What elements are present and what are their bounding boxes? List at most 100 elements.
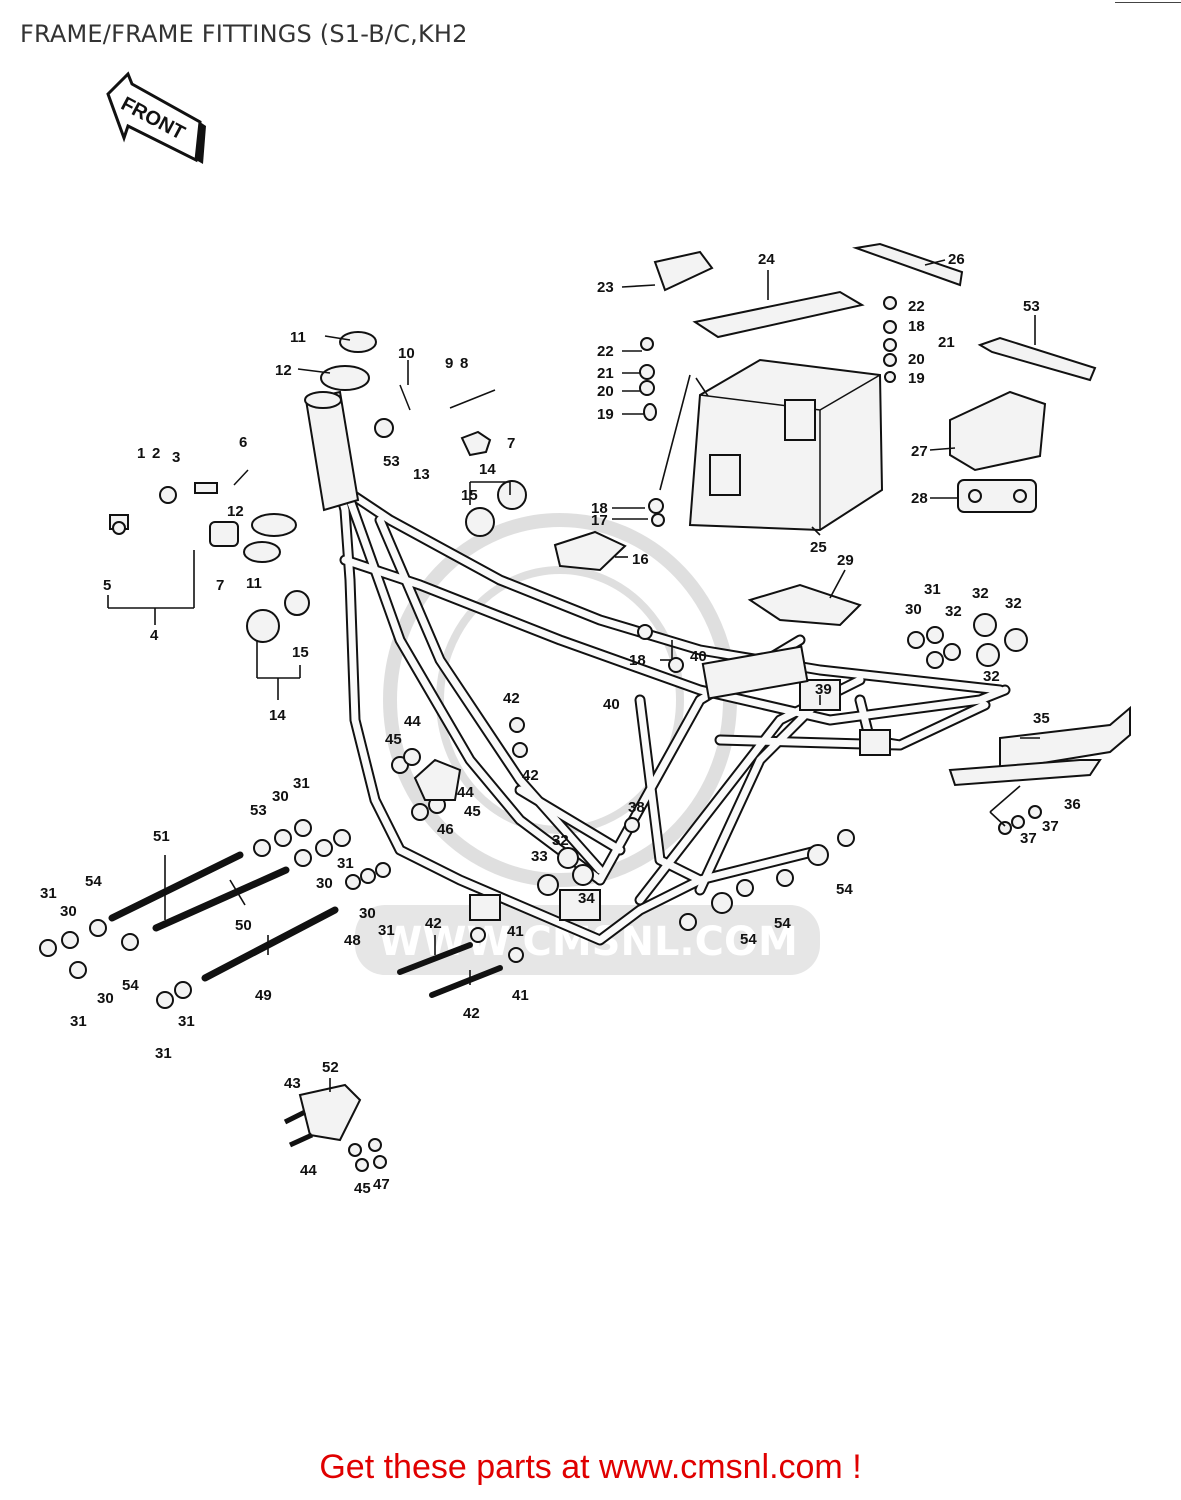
callout: 15 xyxy=(292,644,309,661)
callout: 12 xyxy=(275,362,292,379)
exploded-parts-diagram: WWW.CMSNL.COM FRONT xyxy=(39,71,1131,1197)
callout: 30 xyxy=(905,601,922,618)
callout: 18 xyxy=(591,500,608,517)
callout: 18 xyxy=(629,652,646,669)
callout: 44 xyxy=(300,1162,317,1179)
callout: 22 xyxy=(908,298,925,315)
callout: 41 xyxy=(512,987,529,1004)
callout: 30 xyxy=(60,903,77,920)
callout: 18 xyxy=(908,318,925,335)
callout: 31 xyxy=(924,581,941,598)
callout: 37 xyxy=(1020,830,1037,847)
callout: 36 xyxy=(1064,796,1081,813)
callout: 11 xyxy=(246,575,262,592)
callout: 1 xyxy=(137,445,145,462)
battery-box xyxy=(688,358,884,532)
callout-labels: 1 2 3 4 5 6 7 7 8 9 10 11 11 12 12 13 14… xyxy=(40,251,1081,1197)
callout: 44 xyxy=(457,784,474,801)
callout: 3 xyxy=(172,449,180,466)
callout: 31 xyxy=(293,775,310,792)
callout: 16 xyxy=(632,551,649,568)
rear-grip-33 xyxy=(948,705,1131,787)
rear-stay xyxy=(977,336,1097,382)
callout: 28 xyxy=(911,490,928,507)
callout: 19 xyxy=(908,370,925,387)
callout: 53 xyxy=(383,453,400,470)
callout: 53 xyxy=(250,802,267,819)
callout: 31 xyxy=(178,1013,195,1030)
callout: 54 xyxy=(122,977,139,994)
callout: 12 xyxy=(227,503,244,520)
callout: 17 xyxy=(591,512,608,529)
callout: 32 xyxy=(552,832,569,849)
callout: 54 xyxy=(774,915,791,932)
callout: 30 xyxy=(359,905,376,922)
callout: 30 xyxy=(97,990,114,1007)
callout: 32 xyxy=(983,668,1000,685)
rectifier xyxy=(957,479,1037,513)
callout: 2 xyxy=(152,445,160,462)
callout: 37 xyxy=(1042,818,1059,835)
callout: 26 xyxy=(948,251,965,268)
callout: 31 xyxy=(378,922,395,939)
callout: 45 xyxy=(354,1180,371,1197)
watermark-text: WWW.CMSNL.COM xyxy=(378,919,798,965)
callout: 20 xyxy=(908,351,925,368)
callout: 32 xyxy=(945,603,962,620)
callout: 31 xyxy=(40,885,57,902)
callout: 42 xyxy=(463,1005,480,1022)
footer-link[interactable]: Get these parts at www.cmsnl.com ! xyxy=(319,1448,862,1486)
callout: 4 xyxy=(150,627,159,644)
callout: 40 xyxy=(603,696,620,713)
callout: 41 xyxy=(507,923,524,940)
tool-tray xyxy=(653,250,714,292)
page-title: FRAME/FRAME FITTINGS (S1-B/C,KH2 xyxy=(20,20,468,48)
callout: 15 xyxy=(461,487,478,504)
callout: 32 xyxy=(1005,595,1022,612)
leader-lines xyxy=(107,259,1040,1092)
callout: 31 xyxy=(70,1013,87,1030)
callout: 11 xyxy=(290,329,306,346)
callout: 32 xyxy=(972,585,989,602)
callout: 48 xyxy=(344,932,361,949)
callout: 40 xyxy=(690,648,707,665)
callout: 5 xyxy=(103,577,111,594)
mounting-rods xyxy=(108,851,503,998)
callout: 53 xyxy=(1023,298,1040,315)
front-arrow-icon: FRONT xyxy=(106,71,206,164)
callout: 54 xyxy=(85,873,102,890)
callout: 47 xyxy=(373,1176,390,1193)
bracket-29 xyxy=(747,583,862,627)
callout: 23 xyxy=(597,279,614,296)
callout: 14 xyxy=(479,461,496,478)
callout: 31 xyxy=(155,1045,172,1062)
callout: 50 xyxy=(235,917,252,934)
callout: 8 xyxy=(460,355,468,372)
callout: 21 xyxy=(938,334,955,351)
callout: 42 xyxy=(522,767,539,784)
callout: 45 xyxy=(464,803,481,820)
callout: 35 xyxy=(1033,710,1050,727)
callout: 6 xyxy=(239,434,247,451)
callout: 14 xyxy=(269,707,286,724)
battery-mat xyxy=(692,290,865,339)
callout: 45 xyxy=(385,731,402,748)
callout: 42 xyxy=(425,915,442,932)
callout: 54 xyxy=(836,881,853,898)
callout: 13 xyxy=(413,466,430,483)
steering-fittings xyxy=(109,331,527,643)
frame-body xyxy=(304,390,1011,946)
callout: 7 xyxy=(216,577,224,594)
callout: 9 xyxy=(445,355,453,372)
callout: 34 xyxy=(578,890,595,907)
battery-strap xyxy=(852,242,964,287)
callout: 54 xyxy=(740,931,757,948)
callout: 43 xyxy=(284,1075,301,1092)
callout: 33 xyxy=(531,848,548,865)
callout: 10 xyxy=(398,345,415,362)
callout: 19 xyxy=(597,406,614,423)
callout: 39 xyxy=(815,681,832,698)
callout: 46 xyxy=(437,821,454,838)
callout: 31 xyxy=(337,855,354,872)
nuts-washers xyxy=(39,296,1042,1009)
